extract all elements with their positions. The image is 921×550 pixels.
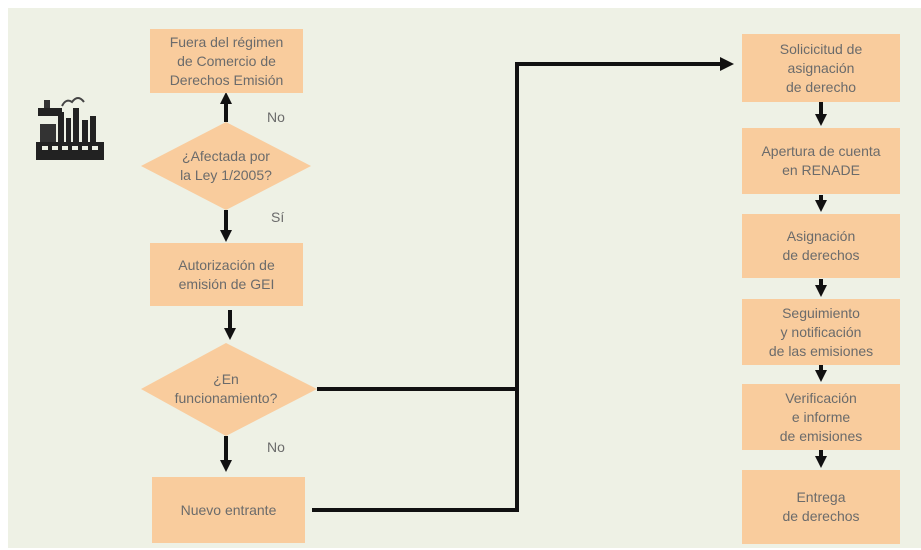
edge-label-si: Sí [271, 209, 285, 225]
arrowhead-down-3 [220, 460, 232, 472]
node-fuera-regimen: Fuera del régimen de Comercio de Derecho… [150, 29, 303, 93]
edge-label-no-top: No [267, 109, 285, 125]
arrowhead-down-1 [220, 230, 232, 242]
node-nuevo-entrante: Nuevo entrante [152, 477, 305, 543]
arrowhead-down-2 [224, 328, 236, 340]
decision-funcionamiento-shape [141, 343, 317, 436]
arrowhead-up [220, 92, 232, 104]
edge-label-no-bottom: No [267, 439, 285, 455]
node-asignacion: Asignación de derechos [742, 214, 900, 278]
decision-afectada-shape [141, 122, 311, 210]
node-funcionamiento-label: ¿En funcionamiento? [174, 371, 278, 406]
factory-icon [36, 97, 104, 160]
node-afectada-label: ¿Afectada por la Ley 1/2005? [180, 148, 272, 183]
node-seguimiento: Seguimiento y notificación de las emisio… [742, 299, 900, 365]
connector-nuevo-to-solicitud [312, 62, 720, 512]
right-column-arrows [815, 100, 827, 468]
node-apertura: Apertura de cuenta en RENADE [742, 128, 900, 194]
node-autorizacion: Autorización de emisión de GEI [150, 243, 303, 306]
node-solicitud: Solicicitud de asignación de derecho [742, 34, 900, 102]
arrowhead-right [720, 57, 734, 71]
node-entrega: Entrega de derechos [742, 470, 900, 544]
node-verificacion: Verificación e informe de emisiones [742, 384, 900, 450]
